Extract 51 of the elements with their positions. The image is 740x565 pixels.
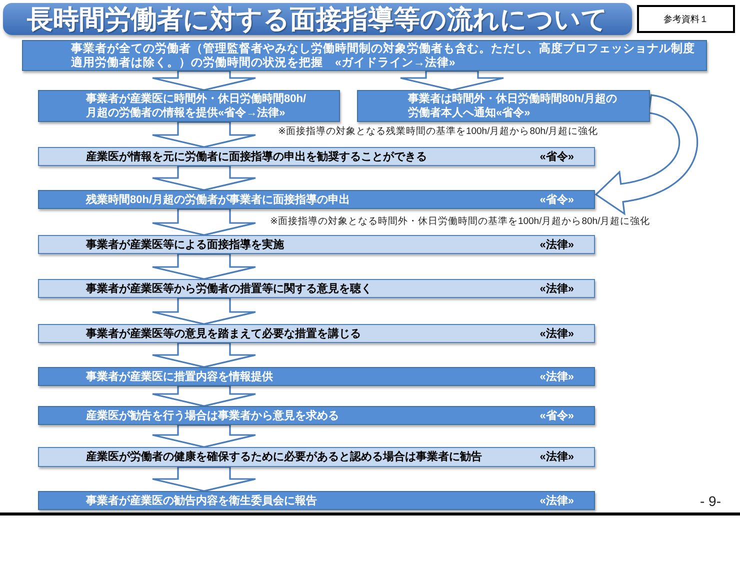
block-arrow (152, 165, 256, 191)
process-box (38, 90, 340, 122)
step-text: 事業者が産業医等から労働者の措置等に関する意見を聴く (86, 282, 372, 296)
step-text: 事業者は時間外・休日労働時間80h/月超の労働者本人へ通知«省令» (408, 92, 618, 120)
process-box (38, 147, 595, 166)
process-box (38, 279, 595, 298)
process-box (38, 406, 595, 425)
process-box (38, 190, 595, 209)
block-arrow (152, 70, 256, 91)
block-arrow (152, 424, 256, 448)
step-text: 産業医が勧告を行う場合は事業者から意見を求める (86, 408, 339, 422)
page-number: - 9- (700, 492, 721, 510)
process-box (357, 90, 650, 122)
step-text: 事業者が産業医等の意見を踏まえて必要な措置を講じる (86, 326, 361, 340)
step-text: 事業者が産業医の勧告内容を衛生委員会に報告 (86, 494, 317, 508)
process-box (38, 447, 595, 467)
block-arrow (152, 466, 256, 492)
process-box (38, 367, 595, 386)
footnote-text: ※面接指導の対象となる残業時間の基準を100h/月超から80h/月超に強化 (278, 126, 598, 138)
legal-basis-text: «法律» (540, 282, 574, 296)
block-arrow (152, 121, 256, 148)
block-arrow (152, 297, 256, 325)
legal-basis-text: «法律» (540, 450, 574, 464)
title-text: 長時間労働者に対する面接指導等の流れについて (27, 4, 608, 34)
legal-basis-text: «法律» (540, 326, 574, 340)
legal-basis-text: «法律» (540, 494, 574, 508)
process-box (38, 491, 595, 510)
block-arrow (152, 208, 256, 236)
block-arrow (152, 342, 256, 368)
process-box (38, 324, 595, 343)
curved-arrow (594, 94, 698, 216)
step-text: 事業者が産業医に措置内容を情報提供 (86, 370, 273, 384)
block-arrow (152, 385, 256, 407)
reference-label: 参考資料１ (664, 13, 708, 25)
step-text: 産業医が情報を元に労働者に面接指導の申出を勧奨することができる (86, 150, 427, 164)
step-text: 事業者が全ての労働者（管理監督者やみなし労働時間制の対象労働者も含む。ただし、高度プロフェッショナル制度適用労働者は除く。）の労働時間の状況を把握 «ガイドライン→法律» (71, 42, 696, 70)
block-arrow (152, 253, 256, 280)
block-arrow (400, 70, 504, 91)
legal-basis-text: «法律» (540, 370, 574, 384)
process-box (38, 235, 595, 254)
legal-basis-text: «省令» (540, 192, 574, 206)
legal-basis-text: «法律» (540, 238, 574, 252)
step-text: 産業医が労働者の健康を確保するために必要があると認める場合は事業者に勧告 (86, 450, 482, 464)
step-text: 事業者が産業医等による面接指導を実施 (86, 238, 284, 252)
step-text: 残業時間80h/月超の労働者が事業者に面接指導の申出 (86, 192, 350, 206)
footnote-text: ※面接指導の対象となる時間外・休日労働時間の基準を100h/月超から80h/月超に強化 (270, 216, 650, 228)
reference-box (637, 5, 735, 33)
legal-basis-text: «省令» (540, 408, 574, 422)
step-text: 事業者が産業医に時間外・休日労働時間80h/月超の労働者の情報を提供«省令→法律» (86, 92, 308, 120)
legal-basis-text: «省令» (540, 150, 574, 164)
process-box (22, 40, 707, 71)
